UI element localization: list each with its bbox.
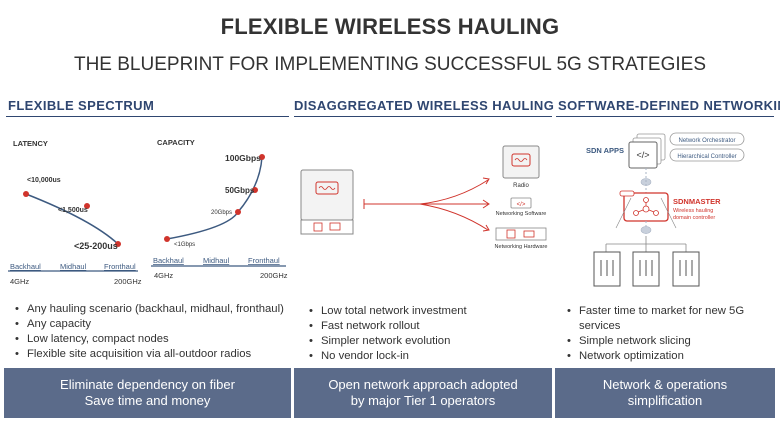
latency-value-1: <10,000us	[27, 177, 61, 184]
latency-point-3	[115, 241, 121, 247]
spectrum-diagram: LATENCY <10,000us <1,500us <25-200us Bac…	[8, 138, 288, 286]
list-item: Faster time to market for new 5G service…	[566, 304, 766, 334]
section-heading-spectrum: FLEXIBLE SPECTRUM	[8, 98, 155, 113]
section-divider-hauling	[294, 116, 552, 117]
capacity-value-4: 100Gbps	[225, 153, 261, 163]
hauling-diagram: Radio </> Networking Software Networking…	[300, 145, 548, 250]
capacity-curve	[166, 156, 263, 240]
sdn-master-sub-2: domain controller	[673, 215, 715, 221]
capacity-value-2: 20Gbps	[211, 210, 232, 216]
network-device-3	[672, 251, 700, 287]
footer-sdn: Network & operations simplification	[555, 368, 775, 418]
label-radio: Radio	[513, 183, 529, 189]
chip-icon	[506, 229, 516, 239]
capacity-axis-midhaul: Midhaul	[203, 256, 230, 265]
capacity-axis-fronthaul: Fronthaul	[248, 256, 280, 265]
radio-icon-small	[315, 181, 339, 195]
list-item: Low total network investment	[308, 304, 548, 319]
sdn-bullets: Faster time to market for new 5G service…	[566, 304, 766, 364]
capacity-freq-low: 4GHz	[154, 271, 173, 280]
sdn-master-title: SDNMASTER	[673, 197, 721, 206]
section-heading-hauling: DISAGGREGATED WIRELESS HAULING	[294, 98, 555, 113]
section-divider-sdn	[556, 116, 774, 117]
network-device-1	[593, 251, 621, 287]
latency-axis-fronthaul: Fronthaul	[104, 262, 136, 271]
radio-unit	[502, 145, 540, 179]
footer-spectrum-line-1: Eliminate dependency on fiber	[60, 377, 235, 392]
footer-hauling-line-1: Open network approach adopted	[328, 377, 518, 392]
latency-value-2: <1,500us	[58, 207, 88, 214]
sdn-apps-stack	[628, 141, 658, 169]
latency-freq-low: 4GHz	[10, 277, 29, 286]
latency-value-3: <25-200us	[74, 241, 118, 251]
section-heading-sdn: SOFTWARE-DEFINED NETWORKING	[558, 98, 780, 113]
capacity-freq-high: 200GHz	[260, 271, 288, 280]
latency-axis-midhaul: Midhaul	[60, 262, 87, 271]
all-in-one-device	[300, 169, 354, 221]
section-divider-spectrum	[6, 116, 289, 117]
app-orchestrator-pill	[669, 132, 745, 146]
capacity-point-3	[252, 187, 258, 193]
footer-spectrum-line-2: Save time and money	[84, 393, 211, 408]
list-item: Fast network rollout	[308, 319, 548, 334]
svg-text:</>: </>	[517, 202, 526, 208]
page-subtitle: THE BLUEPRINT FOR IMPLEMENTING SUCCESSFU…	[73, 54, 707, 75]
arrow-to-radio	[419, 179, 489, 205]
sdn-diagram: SDN APPS </> Network Orchestrator Hierar…	[586, 132, 745, 287]
label-hardware: Networking Hardware	[495, 244, 548, 250]
capacity-point-4	[259, 154, 265, 160]
footer-sdn-line-1: Network & operations	[602, 377, 728, 392]
network-device-2	[632, 251, 660, 287]
latency-label: LATENCY	[13, 139, 48, 148]
list-item: Low latency, compact nodes	[14, 332, 294, 347]
footer-hauling: Open network approach adopted by major T…	[294, 368, 552, 418]
latency-freq-high: 200GHz	[114, 277, 142, 286]
latency-point-2	[84, 203, 90, 209]
app-orchestrator: Network Orchestrator	[678, 138, 735, 144]
list-item: No vendor lock-in	[308, 349, 548, 364]
list-item: Simple network slicing	[566, 334, 766, 349]
footer-hauling-line-2: by major Tier 1 operators	[350, 393, 496, 408]
footer-sdn-line-2: simplification	[627, 393, 703, 408]
latency-axis-backhaul: Backhaul	[10, 262, 41, 271]
svg-text:</>: </>	[636, 150, 649, 160]
app-controller: Hierarchical Controller	[677, 154, 736, 160]
capacity-point-2	[235, 209, 241, 215]
hardware-unit	[495, 227, 547, 241]
software-unit	[510, 197, 532, 209]
app-controller-pill	[669, 148, 745, 162]
latency-point-1	[23, 191, 29, 197]
radio-icon	[511, 153, 531, 167]
list-item: Any capacity	[14, 317, 294, 332]
hauling-bullets: Low total network investment Fast networ…	[308, 304, 548, 364]
sdn-apps-label: SDN APPS	[586, 146, 624, 155]
label-software: Networking Software	[496, 211, 547, 217]
capacity-value-3: 50Gbps	[225, 186, 255, 195]
arrow-to-hardware	[419, 203, 489, 231]
chip-icon-small	[313, 222, 323, 232]
spectrum-bullets: Any hauling scenario (backhaul, midhaul,…	[14, 302, 294, 362]
list-item: Any hauling scenario (backhaul, midhaul,…	[14, 302, 294, 317]
footer-spectrum: Eliminate dependency on fiber Save time …	[4, 368, 291, 418]
hardware-strip-small	[300, 219, 354, 235]
capacity-point-1	[164, 236, 170, 242]
capacity-axis-backhaul: Backhaul	[153, 256, 184, 265]
list-item: Simpler network evolution	[308, 334, 548, 349]
latency-curve	[25, 193, 119, 245]
code-icon-small	[329, 222, 341, 231]
list-item: Network optimization	[566, 349, 766, 364]
page-title: FLEXIBLE WIRELESS HAULING	[220, 14, 560, 39]
capacity-value-1: <1Gbps	[174, 242, 195, 248]
list-item: Flexible site acquisition via all-outdoo…	[14, 347, 294, 362]
capacity-label: CAPACITY	[157, 138, 195, 147]
sdn-master-sub-1: Wireless hauling	[673, 208, 713, 214]
